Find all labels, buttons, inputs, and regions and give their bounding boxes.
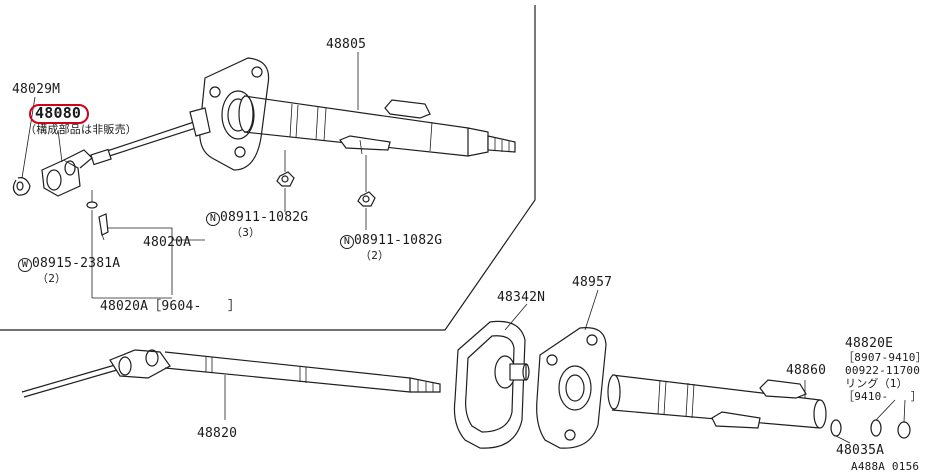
label-48957: 48957 [572,275,613,290]
label-not-sold-note: （構成部品は非販売） [25,123,137,136]
label-ring-code: 00922-11700 [845,364,921,377]
figure-code: A488A 0156 [851,460,920,473]
label-48080: 48080 [35,104,82,122]
label-48860: 48860 [786,363,827,378]
label-48820: 48820 [197,426,238,441]
shaft-48820 [21,349,441,398]
label-48342n: 48342N [497,290,546,305]
label-nut1-qty: （3） [231,226,261,239]
label-48020a-date: 48020A［9604- ］ [100,299,242,314]
label-48020a: 48020A [143,235,192,250]
label-48029m: 48029M [12,82,61,97]
upper-leader-lines [21,52,367,299]
column-48805 [199,57,516,171]
label-ring-name: リング（1） [845,377,908,390]
boot-48342n [453,320,530,449]
label-48820e-date: ［8907-9410］ [843,351,927,364]
upper-fasteners [86,150,376,241]
label-nut2-qty: （2） [360,249,390,262]
upper-panel-border [0,5,536,331]
label-ring-date: ［9410- ］ [843,390,922,403]
label-48805: 48805 [326,37,367,52]
label-48035a: 48035A [836,443,885,458]
highlight-ring-48080 [29,104,89,124]
label-48820e: 48820E [845,336,894,351]
label-washer-qty: （2） [37,272,67,285]
flange-48957 [536,327,607,449]
joint-48080 [12,107,211,197]
lower-leader-lines [224,289,906,444]
